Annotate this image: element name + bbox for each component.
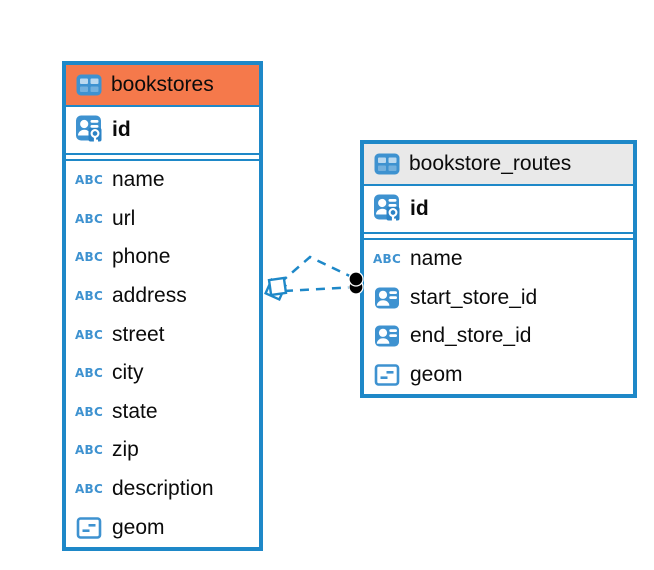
table-bookstores[interactable]: bookstores id ABC name ABC url ABC phone…	[62, 61, 263, 551]
foreign-key-icon	[373, 285, 401, 311]
section-divider	[364, 232, 633, 240]
table-header-bookstores[interactable]: bookstores	[66, 65, 259, 107]
column-name: description	[112, 477, 214, 501]
column-row[interactable]: ABC description	[66, 469, 259, 509]
column-row[interactable]: ABC phone	[66, 238, 259, 277]
primary-key-icon	[75, 114, 103, 146]
column-name: end_store_id	[410, 324, 532, 348]
column-row[interactable]: start_store_id	[364, 278, 633, 318]
column-name: url	[112, 206, 136, 230]
text-type-icon: ABC	[74, 404, 104, 419]
text-type-icon: ABC	[74, 211, 104, 226]
text-type-icon: ABC	[74, 482, 104, 497]
column-name: city	[112, 361, 144, 385]
primary-key-row[interactable]: id	[364, 186, 633, 232]
primary-key-row[interactable]: id	[66, 107, 259, 153]
column-name: phone	[112, 245, 171, 269]
column-name: id	[112, 118, 131, 141]
table-icon	[373, 151, 401, 177]
table-title: bookstores	[111, 73, 214, 96]
table-icon	[75, 72, 103, 98]
relationship-line-upper	[279, 255, 357, 284]
column-row[interactable]: geom	[364, 355, 633, 395]
column-row[interactable]: end_store_id	[364, 317, 633, 356]
text-type-icon: ABC	[74, 327, 104, 342]
column-row[interactable]: geom	[66, 508, 259, 547]
column-row[interactable]: ABC zip	[66, 431, 259, 470]
text-type-icon: ABC	[372, 252, 402, 267]
column-name: geom	[112, 515, 165, 539]
relationship-line-lower	[283, 285, 357, 293]
text-type-icon: ABC	[74, 366, 104, 381]
text-type-icon: ABC	[74, 173, 104, 188]
table-bookstore-routes[interactable]: bookstore_routes id ABC name start_store…	[360, 140, 637, 399]
column-name: id	[410, 197, 429, 220]
relationship-link[interactable]	[279, 255, 357, 293]
fk-side-marker	[264, 276, 288, 301]
column-row[interactable]: ABC name	[364, 240, 633, 279]
geometry-type-icon	[373, 362, 401, 388]
text-type-icon: ABC	[74, 250, 104, 265]
text-type-icon: ABC	[74, 289, 104, 304]
column-row[interactable]: ABC url	[66, 199, 259, 239]
pk-side-marker	[348, 271, 364, 295]
column-name: address	[112, 284, 187, 308]
relationship-layer	[264, 255, 364, 301]
primary-key-icon	[373, 193, 401, 225]
column-row[interactable]: ABC name	[66, 161, 259, 200]
geometry-type-icon	[75, 515, 103, 541]
column-name: name	[112, 168, 165, 192]
column-row[interactable]: ABC state	[66, 392, 259, 432]
foreign-key-icon	[373, 323, 401, 349]
column-row[interactable]: ABC city	[66, 353, 259, 393]
table-title: bookstore_routes	[409, 152, 572, 175]
section-divider	[66, 153, 259, 161]
column-row[interactable]: ABC address	[66, 276, 259, 316]
text-type-icon: ABC	[74, 443, 104, 458]
column-name: zip	[112, 438, 139, 462]
column-row[interactable]: ABC street	[66, 315, 259, 354]
table-header-bookstore-routes[interactable]: bookstore_routes	[364, 144, 633, 186]
column-name: state	[112, 399, 158, 423]
column-name: geom	[410, 363, 463, 387]
column-name: name	[410, 247, 463, 271]
column-name: street	[112, 322, 165, 346]
column-name: start_store_id	[410, 285, 538, 309]
